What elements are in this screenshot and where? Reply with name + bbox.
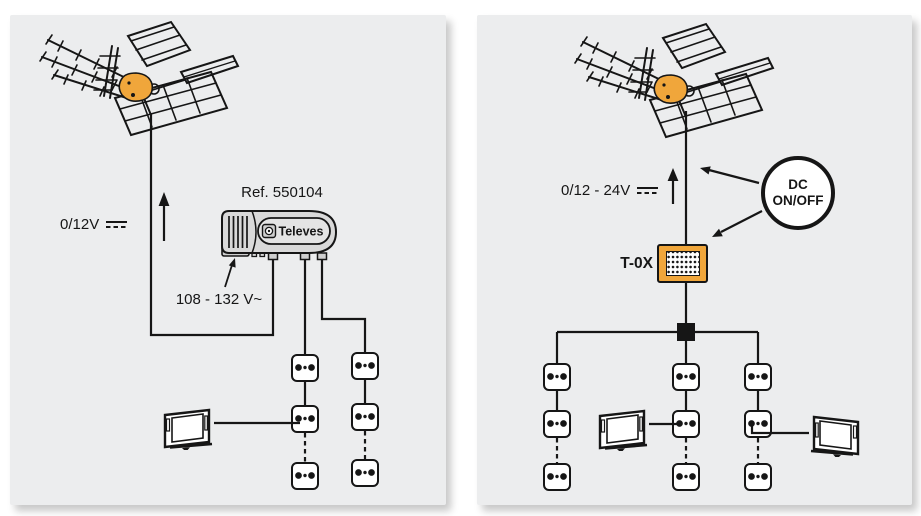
amplifier-label: T-0X bbox=[620, 255, 653, 272]
dc-badge-line2: ON/OFF bbox=[772, 193, 824, 208]
coax-wall-outlet-icon bbox=[543, 410, 571, 438]
antenna-cable-line bbox=[149, 113, 275, 337]
pointer-arrow-icon bbox=[708, 168, 760, 185]
pointer-arrow-head bbox=[712, 228, 723, 237]
televes-power-injector-icon: Televes bbox=[221, 210, 338, 261]
dc-current-symbol-icon bbox=[106, 220, 128, 229]
dc-on-off-badge: DC ON/OFF bbox=[761, 156, 835, 230]
psu-brand-text: Televes bbox=[279, 225, 324, 239]
coax-wall-outlet-icon bbox=[543, 463, 571, 491]
cable-voltage-label: 0/12V bbox=[60, 216, 128, 233]
tv-connection-lines-right bbox=[649, 422, 809, 435]
tox-amplifier-icon bbox=[657, 244, 708, 283]
tv-connection-lines-left bbox=[214, 421, 300, 425]
diagram-panel-right: 0/12 - 24V DC ON/OFF T-0X bbox=[477, 15, 912, 505]
coax-wall-outlet-icon bbox=[744, 463, 772, 491]
psu-ref-label: Ref. 550104 bbox=[241, 184, 323, 201]
cable-voltage-text: 0/12 - 24V bbox=[561, 182, 631, 199]
pointer-arrow-icon bbox=[720, 210, 763, 233]
pointer-arrow-icon bbox=[224, 264, 233, 288]
wiring-lines-right bbox=[555, 111, 763, 463]
coax-wall-outlet-icon bbox=[672, 463, 700, 491]
pointer-arrow-head bbox=[700, 166, 711, 175]
coax-wall-outlet-icon bbox=[291, 354, 319, 382]
coax-wall-outlet-icon bbox=[291, 405, 319, 433]
cable-voltage-text: 0/12V bbox=[60, 216, 100, 233]
splitter-node-icon bbox=[677, 323, 695, 341]
mains-voltage-label: 108 - 132 V~ bbox=[175, 291, 263, 308]
signal-up-arrow-head bbox=[158, 192, 170, 206]
outlet-feed-line bbox=[320, 255, 367, 354]
wiring-lines-left bbox=[149, 113, 367, 462]
tv-connection-line bbox=[750, 424, 809, 435]
coax-wall-outlet-icon bbox=[351, 459, 379, 487]
coax-wall-outlet-icon bbox=[744, 363, 772, 391]
coax-wall-outlet-icon bbox=[672, 363, 700, 391]
dc-current-symbol-icon bbox=[637, 186, 659, 195]
coax-wall-outlet-icon bbox=[291, 462, 319, 490]
dc-badge-line1: DC bbox=[788, 176, 808, 192]
pointer-arrow-head bbox=[228, 258, 236, 268]
diagram-panel-left: 0/12V Ref. 550104 Televes 108 - 132 V~ bbox=[10, 15, 446, 505]
coax-wall-outlet-icon bbox=[351, 352, 379, 380]
coax-wall-outlet-icon bbox=[543, 363, 571, 391]
amplifier-connector-grid bbox=[665, 251, 700, 276]
cable-voltage-label: 0/12 - 24V bbox=[561, 182, 659, 199]
signal-up-arrow-head bbox=[667, 168, 679, 181]
coax-wall-outlet-icon bbox=[351, 403, 379, 431]
